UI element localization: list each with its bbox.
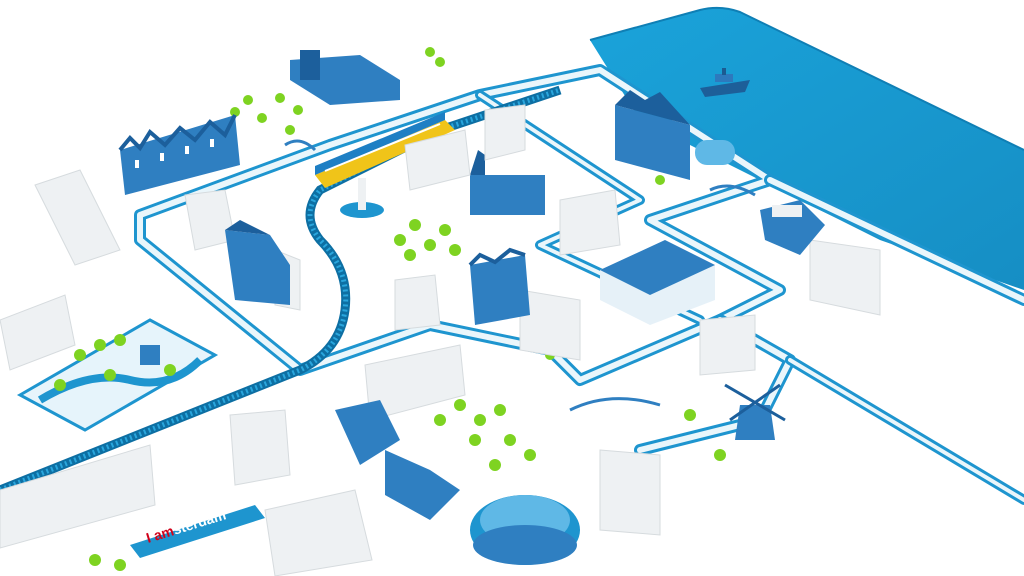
central-station-building [615, 90, 735, 180]
church-building [470, 150, 545, 215]
canal-houses-blue [118, 114, 240, 195]
windmill [724, 383, 786, 440]
bridges [284, 139, 756, 412]
river-water [589, 6, 1024, 291]
waterfront-building [760, 200, 825, 255]
national-monument [340, 178, 384, 218]
i-amsterdam-sign: I amsterdam [130, 505, 265, 558]
ferry-boat [700, 68, 750, 97]
sign-text-red: I am [144, 522, 175, 545]
yellow-train [315, 112, 455, 188]
white-buildings [0, 104, 881, 576]
blue-mansion [225, 220, 290, 305]
top-museum-building [290, 50, 400, 105]
railway-track [0, 85, 562, 495]
canal-park [16, 318, 219, 432]
stadium-dome [470, 495, 580, 565]
center-houses [468, 247, 530, 325]
lower-blue-houses [335, 400, 460, 520]
museum-building [600, 240, 715, 325]
trees [54, 47, 726, 571]
